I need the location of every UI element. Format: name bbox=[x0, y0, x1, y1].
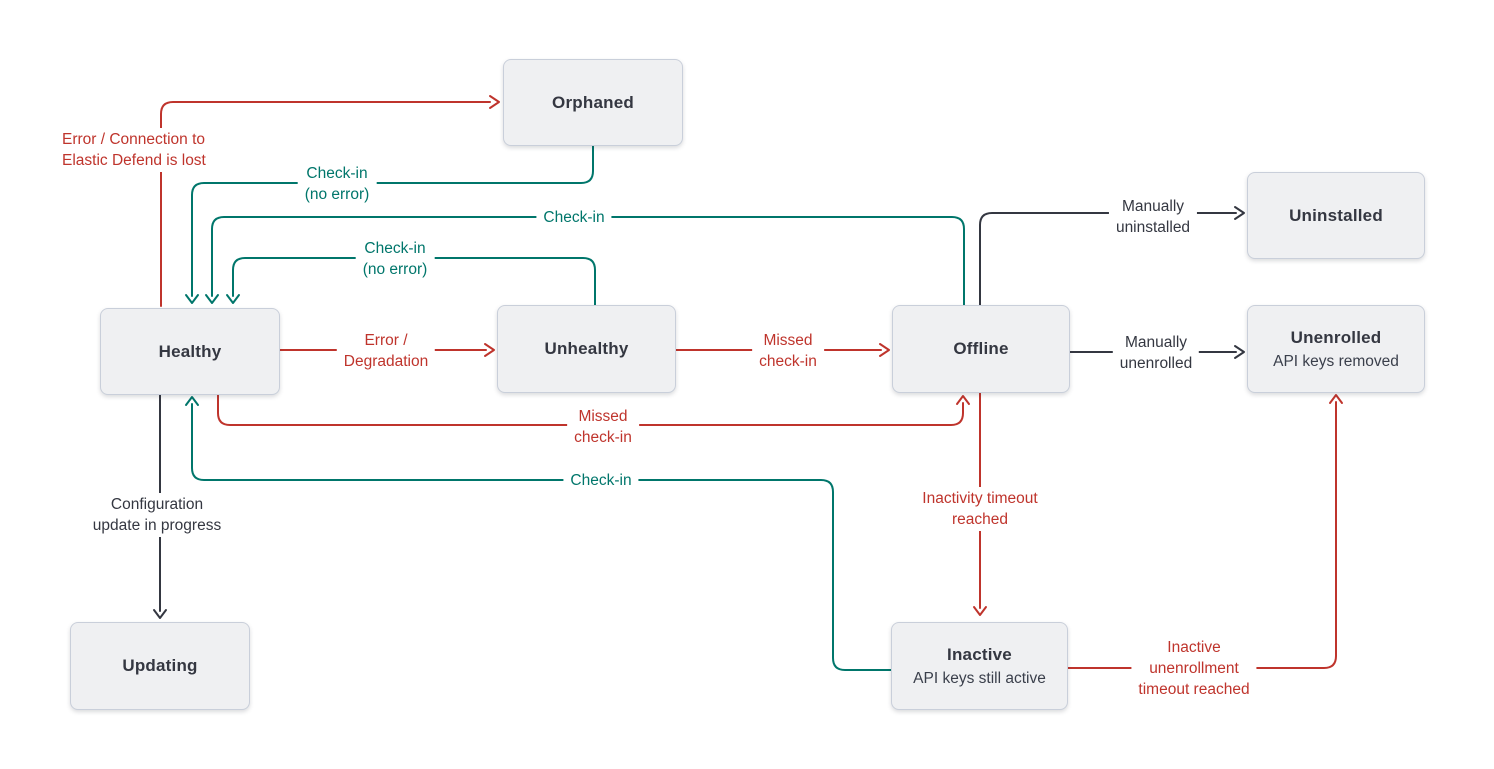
node-healthy-label: Healthy bbox=[158, 341, 222, 361]
edge-inactive-to-unenrolled bbox=[1067, 394, 1343, 669]
edge-label-orphaned-to-healthy: Check-in (no error) bbox=[297, 162, 377, 206]
edge-label-inactive-to-unenrolled: Inactive unenrollment timeout reached bbox=[1131, 636, 1257, 701]
node-orphaned: Orphaned bbox=[503, 59, 683, 146]
node-offline: Offline bbox=[892, 305, 1070, 393]
arrowhead-right-icon bbox=[484, 343, 495, 357]
node-unenrolled-label: Unenrolled bbox=[1290, 327, 1382, 347]
node-unenrolled-sublabel: API keys removed bbox=[1273, 352, 1399, 370]
node-healthy: Healthy bbox=[100, 308, 280, 395]
edge-label-unhealthy-to-offline: Missed check-in bbox=[752, 329, 824, 373]
node-uninstalled: Uninstalled bbox=[1247, 172, 1425, 259]
arrowhead-up-icon bbox=[185, 396, 199, 406]
arrowhead-down-icon bbox=[153, 609, 167, 619]
arrowhead-right-icon bbox=[1234, 345, 1245, 359]
edge-label-inactive-to-healthy: Check-in bbox=[563, 469, 639, 492]
arrowhead-right-icon bbox=[879, 343, 890, 357]
node-offline-label: Offline bbox=[953, 339, 1009, 358]
arrowhead-right-icon bbox=[489, 95, 500, 109]
edge-healthy-to-orphaned bbox=[160, 95, 500, 307]
node-uninstalled-label: Uninstalled bbox=[1289, 205, 1383, 225]
arrowhead-down-icon bbox=[226, 294, 240, 304]
edge-label-offline-to-inactive: Inactivity timeout reached bbox=[915, 487, 1045, 531]
edge-label-healthy-to-unhealthy: Error / Degradation bbox=[336, 329, 436, 373]
arrowhead-up-icon bbox=[1329, 394, 1343, 404]
arrowhead-down-icon bbox=[205, 294, 219, 304]
edge-label-healthy-to-updating: Configuration update in progress bbox=[85, 493, 229, 537]
edge-offline-to-uninstalled bbox=[979, 206, 1245, 306]
arrowhead-down-icon bbox=[185, 294, 199, 304]
edge-label-offline-to-unenrolled: Manually unenrolled bbox=[1112, 331, 1200, 375]
edge-label-healthy-to-offline: Missed check-in bbox=[567, 405, 639, 449]
arrowhead-right-icon bbox=[1234, 206, 1245, 220]
arrowhead-up-icon bbox=[956, 395, 970, 405]
node-unhealthy-label: Unhealthy bbox=[544, 339, 629, 358]
arrowhead-down-icon bbox=[973, 606, 987, 616]
edge-label-offline-to-uninstalled: Manually uninstalled bbox=[1108, 195, 1198, 239]
node-updating: Updating bbox=[70, 622, 250, 710]
node-inactive-label: Inactive bbox=[947, 644, 1012, 664]
node-unhealthy: Unhealthy bbox=[497, 305, 676, 393]
node-inactive: Inactive API keys still active bbox=[891, 622, 1068, 710]
node-updating-label: Updating bbox=[122, 656, 198, 675]
edge-label-offline-to-healthy: Check-in bbox=[536, 206, 612, 229]
node-unenrolled: Unenrolled API keys removed bbox=[1247, 305, 1425, 393]
edge-offline-to-healthy bbox=[205, 216, 965, 306]
edge-orphaned-to-healthy bbox=[185, 145, 594, 304]
node-orphaned-label: Orphaned bbox=[552, 92, 634, 112]
node-inactive-sublabel: API keys still active bbox=[913, 669, 1046, 687]
edge-inactive-to-healthy bbox=[185, 396, 892, 671]
edge-label-unhealthy-to-healthy: Check-in (no error) bbox=[355, 237, 435, 281]
edge-label-healthy-to-orphaned: Error / Connection to Elastic Defend is … bbox=[55, 128, 213, 172]
